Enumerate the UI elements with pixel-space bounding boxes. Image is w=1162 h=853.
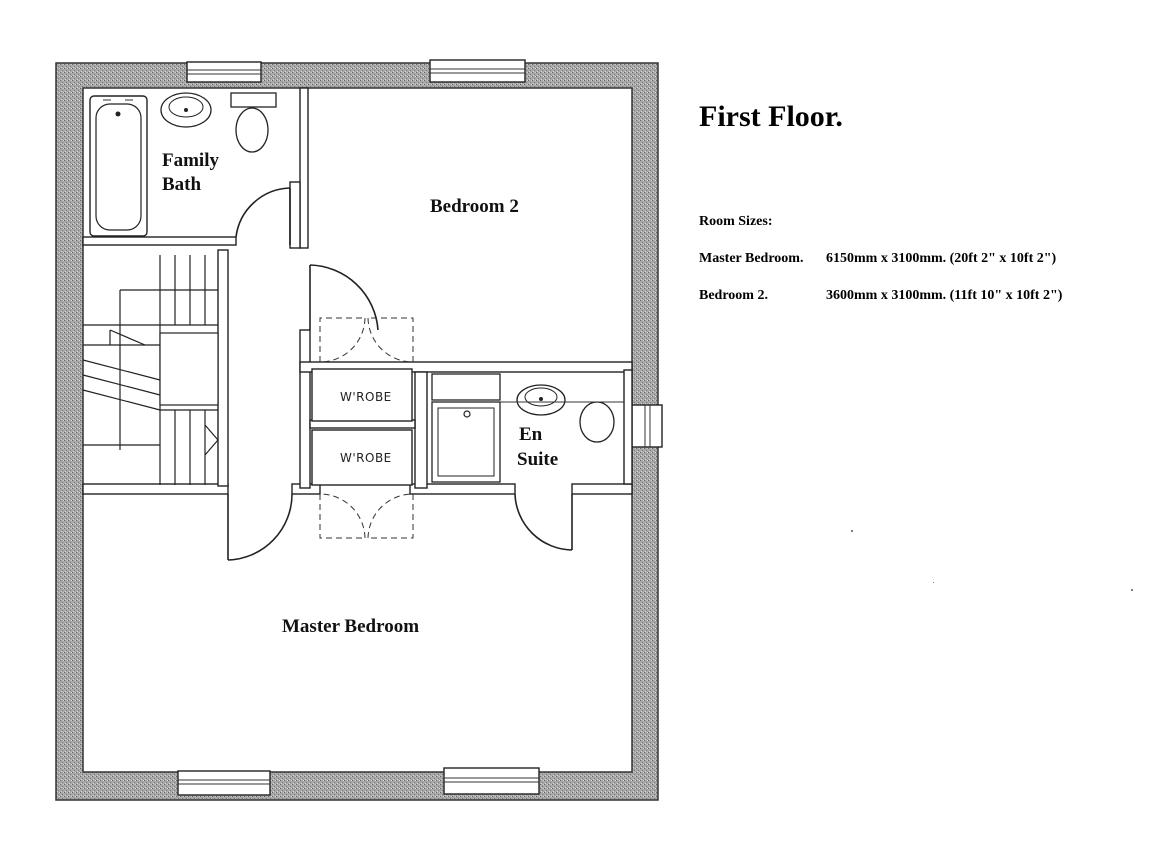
room-size-name: Bedroom 2. (699, 288, 768, 303)
bedroom-2-label: Bedroom 2 (430, 196, 519, 217)
interior-walls (82, 87, 633, 495)
family-bath-label: Family (162, 150, 219, 171)
room-size-name: Master Bedroom. (699, 251, 804, 266)
master-bedroom-label: Master Bedroom (282, 616, 419, 637)
staircase (82, 255, 219, 485)
wardrobe-bottom-label: W'ROBE (340, 451, 392, 465)
room-size-dims: 6150mm x 3100mm. (20ft 2" x 10ft 2") (826, 251, 1057, 266)
wardrobes (311, 368, 413, 486)
en-suite-label-2: Suite (517, 449, 558, 470)
wardrobe-top-label: W'ROBE (340, 390, 392, 404)
en-suite-label: En (519, 424, 543, 445)
floor-heading: First Floor. (699, 100, 843, 133)
scan-speck (1131, 589, 1133, 591)
scan-speck (933, 582, 934, 583)
windows (177, 59, 663, 796)
bath-fixtures (89, 92, 277, 237)
family-bath-label-2: Bath (162, 174, 202, 195)
doors (227, 187, 573, 561)
room-labels: Family Bath Bedroom 2 En Suite Master Be… (162, 150, 558, 637)
room-sizes-title: Room Sizes: (699, 214, 773, 229)
scan-speck (851, 530, 853, 532)
ensuite-fixtures (431, 373, 624, 483)
room-size-dims: 3600mm x 3100mm. (11ft 10" x 10ft 2") (826, 288, 1063, 303)
